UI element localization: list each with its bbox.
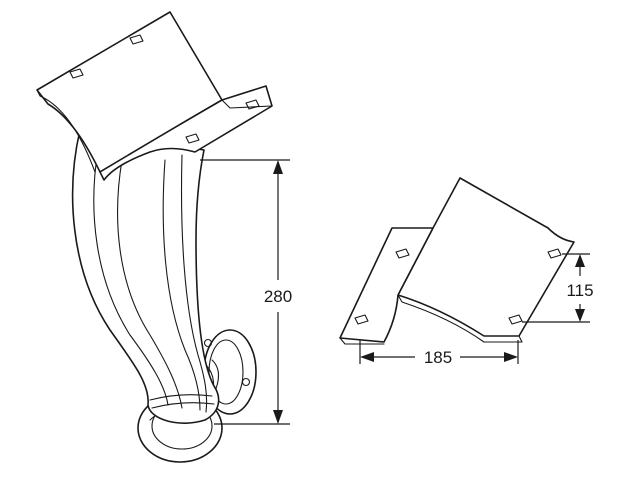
- height-dimension: 280: [200, 159, 292, 425]
- plate-screw-slots: [354, 248, 562, 325]
- bracket-screw-slots: [69, 34, 260, 144]
- dimension-label-width: 185: [424, 348, 452, 367]
- leg-body: [71, 129, 220, 424]
- width-dimension: 185: [359, 340, 519, 367]
- offset-dimension: 115: [522, 253, 594, 323]
- leg-bracket: [36, 11, 273, 181]
- dimension-label-height: 280: [264, 287, 292, 306]
- bracket-plate-view: 185 115: [339, 177, 594, 367]
- curved-leg-view: 280: [36, 11, 292, 463]
- dimension-label-offset: 115: [566, 281, 593, 300]
